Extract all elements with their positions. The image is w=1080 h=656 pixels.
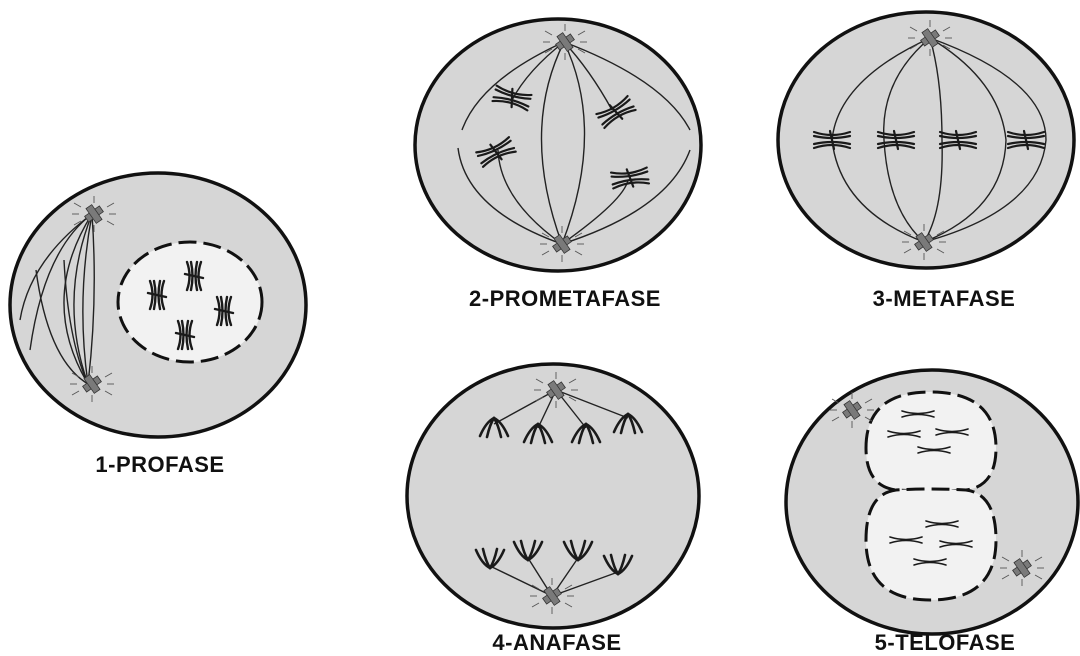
stage-label-prometafase: 2-PROMETAFASE (469, 286, 661, 312)
cell-profase (10, 173, 306, 437)
cell-telofase (786, 370, 1078, 634)
stage-label-profase: 1-PROFASE (95, 452, 224, 478)
stage-label-telofase: 5-TELOFASE (875, 630, 1016, 656)
stage-label-anafase: 4-ANAFASE (492, 630, 621, 656)
cell-prometafase (415, 19, 701, 271)
upper-nucleus (866, 392, 996, 491)
cell-anafase (407, 364, 699, 628)
lower-nucleus (866, 489, 996, 600)
cell-metafase (778, 12, 1074, 268)
stage-label-metafase: 3-METAFASE (873, 286, 1016, 312)
